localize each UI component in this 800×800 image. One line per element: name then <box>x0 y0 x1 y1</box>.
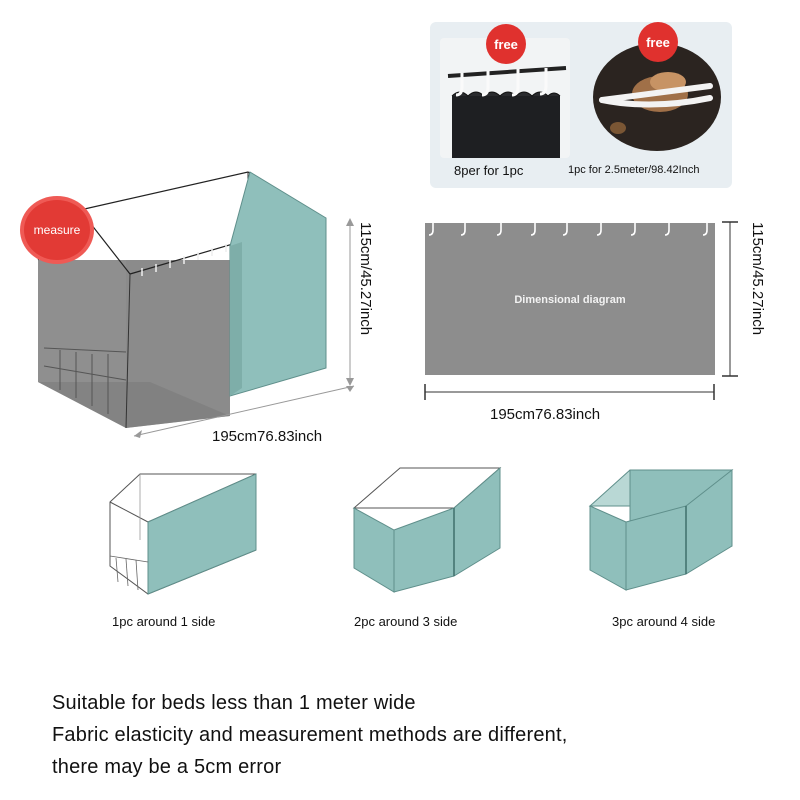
option-1-side-illustration <box>109 473 257 595</box>
note-line-1: Suitable for beds less than 1 meter wide <box>52 692 416 714</box>
measure-badge: measure <box>24 200 90 260</box>
dimensional-diagram-panel <box>425 223 715 375</box>
measure-width-label: 195cm76.83inch <box>212 428 323 445</box>
option-1-caption: 1pc around 1 side <box>112 614 216 629</box>
hooks-caption: 8per for 1pc <box>454 163 524 178</box>
strap-caption: 1pc for 2.5meter/98.42Inch <box>568 164 700 176</box>
curtain-hooks-row <box>428 218 708 236</box>
option-2-caption: 2pc around 3 side <box>354 614 458 629</box>
diagram-height-arrow <box>722 221 738 377</box>
measure-height-label: 115cm/45.27inch <box>357 222 374 336</box>
note-line-2: Fabric elasticity and measurement method… <box>52 724 568 746</box>
note-line-3: there may be a 5cm error <box>52 756 282 778</box>
height-arrow <box>346 218 354 386</box>
elastic-strap-icon <box>593 43 721 151</box>
dimensional-diagram-label: Dimensional diagram <box>514 294 626 306</box>
diagram-width-arrow <box>424 384 715 400</box>
option-3-caption: 3pc around 4 side <box>612 614 716 629</box>
diagram-height-label: 115cm/45.27inch <box>749 222 766 336</box>
option-2-side-illustration <box>352 466 502 593</box>
free-badge: free <box>638 22 678 62</box>
free-badge: free <box>486 24 526 64</box>
curtain-hooks-icon <box>440 38 570 158</box>
bed-canopy-3d-illustration <box>37 171 355 438</box>
diagram-width-label: 195cm76.83inch <box>490 406 601 423</box>
option-3-side-illustration <box>588 468 734 591</box>
